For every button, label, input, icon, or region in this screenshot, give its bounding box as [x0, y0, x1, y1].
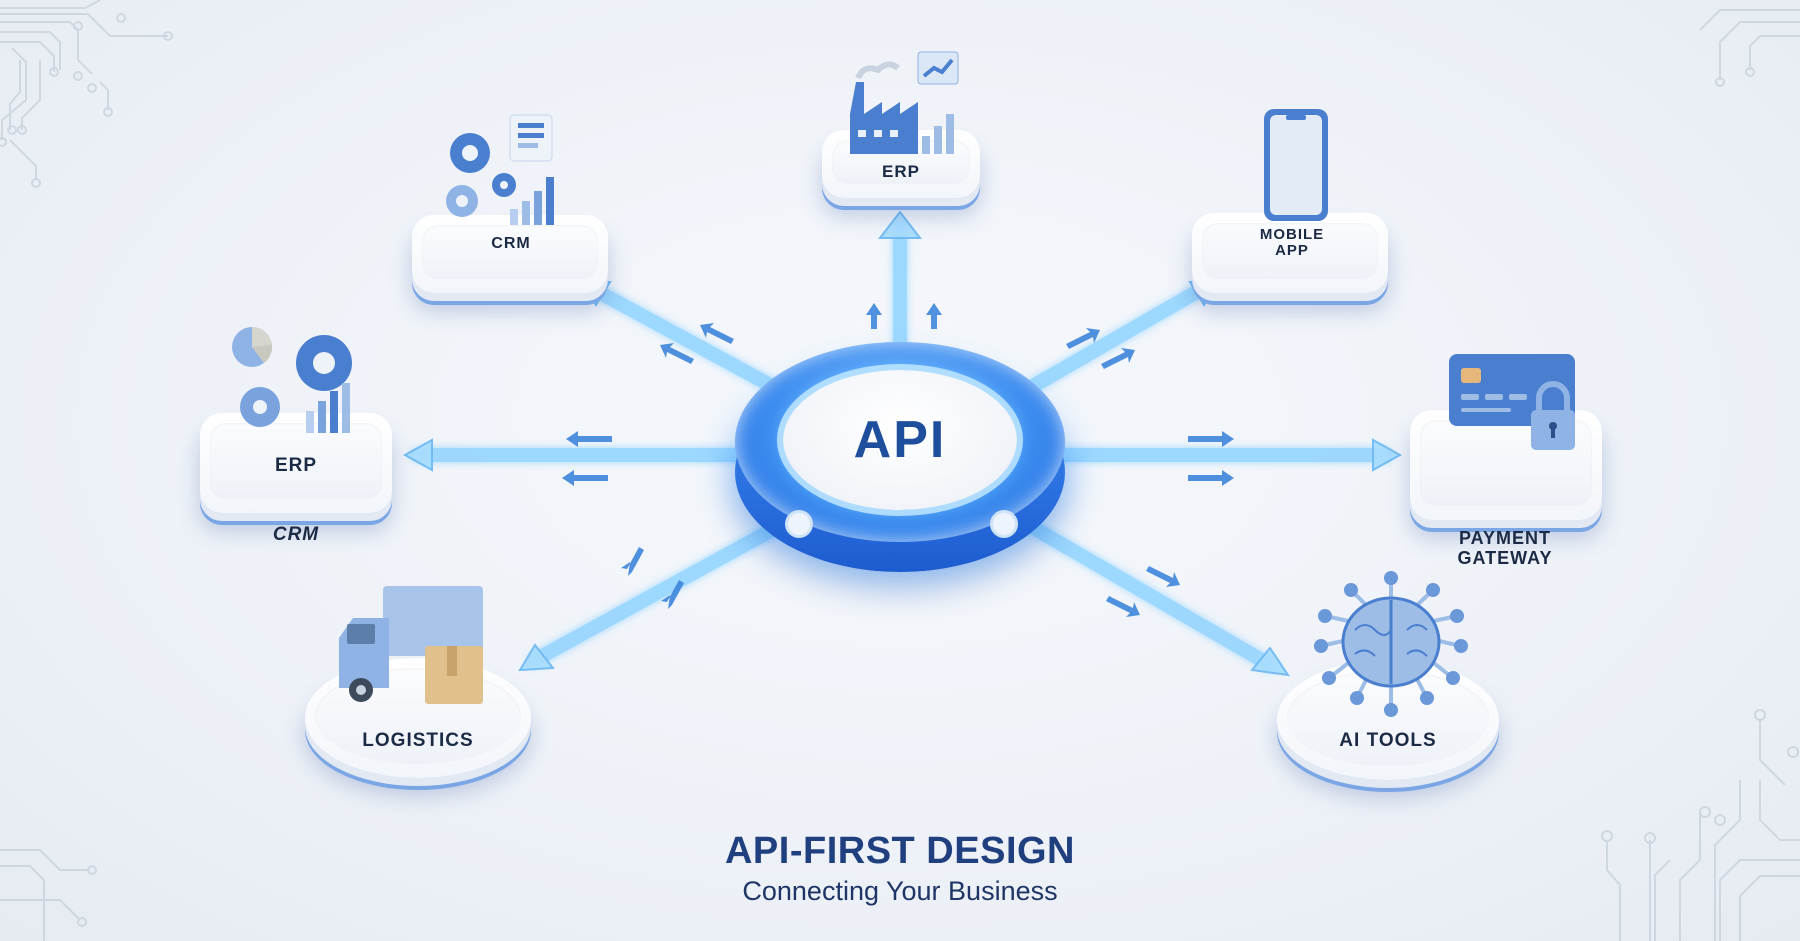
- truck-box-icon: [339, 586, 483, 704]
- flow-arrow-icon: [926, 303, 942, 329]
- flow-arrow-icon: [1188, 431, 1234, 447]
- node-ai-tools[interactable]: AI TOOLS: [1275, 570, 1505, 810]
- connector-ai: [1013, 513, 1277, 672]
- node-crm[interactable]: CRM: [412, 105, 610, 305]
- flow-arrow-icon: [660, 343, 694, 364]
- flow-arrow-icon: [700, 323, 734, 344]
- diagram-title: API-FIRST DESIGN: [724, 830, 1076, 872]
- flow-arrow-icon: [1101, 348, 1135, 369]
- flow-arrow-icon: [562, 470, 608, 486]
- node-label-line2: APP: [1275, 242, 1309, 259]
- flow-arrow-icon: [1146, 566, 1180, 587]
- node-mobile-app[interactable]: MOBILE APP: [1192, 105, 1392, 305]
- platform: [1192, 213, 1388, 293]
- connector-mobile: [1028, 283, 1207, 392]
- node-payment-gateway[interactable]: PAYMENT GATEWAY: [1405, 350, 1605, 570]
- hub-port: [990, 510, 1018, 538]
- pie-gears-chart-icon: [232, 326, 352, 433]
- flow-arrow-icon: [661, 580, 684, 609]
- platform: [412, 215, 608, 293]
- arrowhead-left-icon: [402, 438, 433, 472]
- brain-network-icon: [1314, 571, 1468, 717]
- credit-card-lock-icon: [1449, 354, 1575, 450]
- hub-face: API: [783, 370, 1017, 510]
- node-label: AI TOOLS: [1339, 730, 1437, 751]
- flow-arrow-icon: [1066, 328, 1100, 349]
- arrowhead-downright-icon: [1250, 646, 1291, 677]
- node-caption: PAYMENT GATEWAY: [1405, 528, 1605, 568]
- node-logistics[interactable]: LOGISTICS: [305, 578, 535, 808]
- node-label-line1: MOBILE: [1259, 226, 1325, 243]
- caption-line2: GATEWAY: [1457, 548, 1553, 568]
- arrowhead-right-icon: [1372, 438, 1403, 472]
- hub-port: [785, 510, 813, 538]
- api-hub[interactable]: API: [735, 342, 1065, 572]
- node-erp-top[interactable]: ERP: [822, 48, 980, 218]
- diagram-subtitle: Connecting Your Business: [742, 876, 1058, 906]
- node-label: LOGISTICS: [362, 730, 474, 751]
- factory-chart-icon: [850, 51, 959, 154]
- node-label: ERP: [882, 162, 920, 181]
- flow-arrow-icon: [866, 303, 882, 329]
- arrowhead-downleft-icon: [518, 643, 555, 672]
- node-label: MOBILE APP: [1192, 227, 1392, 259]
- gears-chart-icon: [446, 114, 554, 225]
- connector-crm: [588, 283, 777, 392]
- arrowhead-up-icon: [877, 210, 923, 239]
- smartphone-icon: [1264, 109, 1328, 221]
- hub-label: API: [853, 411, 947, 469]
- node-label: ERP: [274, 455, 318, 476]
- platform: [200, 413, 392, 513]
- node-label: CRM: [491, 235, 531, 252]
- flow-arrow-icon: [1106, 596, 1140, 617]
- flow-arrow-icon: [621, 547, 644, 576]
- flow-arrow-icon: [566, 431, 612, 447]
- node-erp-left[interactable]: ERP CRM: [200, 325, 400, 550]
- node-caption: CRM: [272, 524, 320, 545]
- caption-line1: PAYMENT: [1458, 528, 1552, 548]
- connector-logistics: [528, 513, 797, 667]
- flow-arrow-icon: [1188, 470, 1234, 486]
